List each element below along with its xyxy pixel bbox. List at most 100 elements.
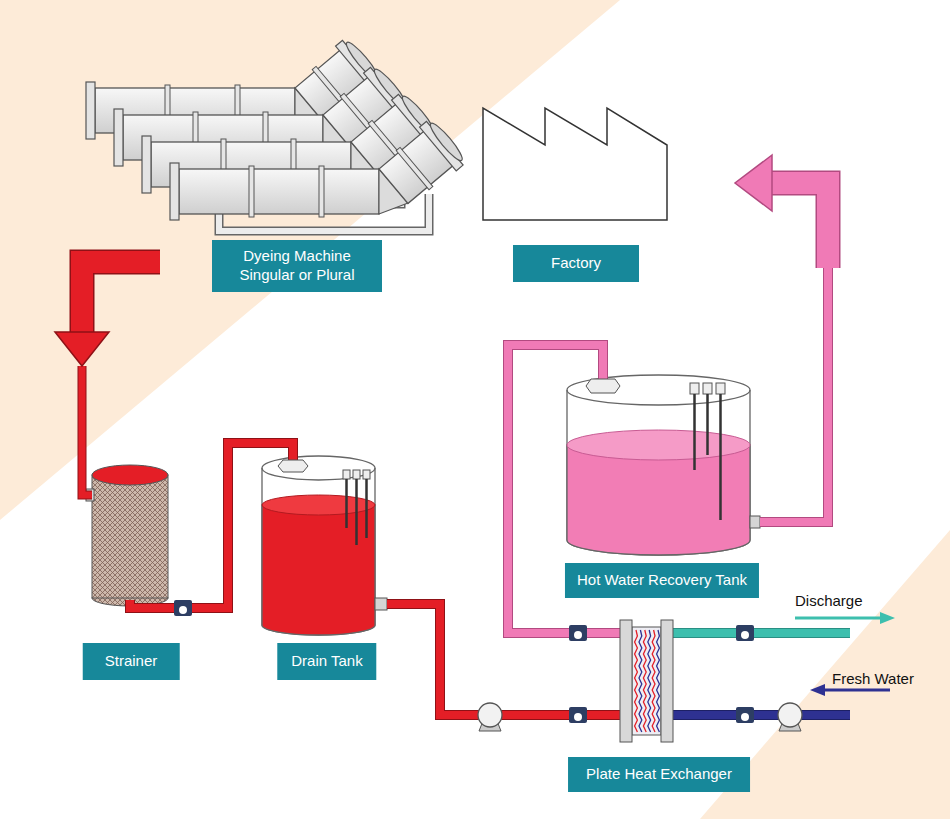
heat-exchanger-drawing xyxy=(620,620,632,742)
dyeing-machine-drawing xyxy=(86,36,468,231)
drain-tank-drawing xyxy=(262,450,405,635)
flow-arrow xyxy=(810,684,825,696)
valve xyxy=(569,625,587,641)
valve xyxy=(736,707,754,723)
drain-tank-drawing xyxy=(353,470,360,479)
hot-water-tank-drawing xyxy=(599,362,607,381)
pipe-outline xyxy=(82,262,160,332)
pipe-connector xyxy=(405,604,555,715)
pipe xyxy=(82,262,160,332)
pipe xyxy=(405,604,555,715)
drain-tank-drawing xyxy=(262,468,375,635)
pump xyxy=(478,703,502,731)
pipe-outline xyxy=(770,268,828,522)
hot-water-tank-drawing xyxy=(750,516,760,528)
pump xyxy=(778,703,802,731)
valve xyxy=(574,713,582,721)
drain-tank-drawing xyxy=(289,450,297,461)
dyeing-machine xyxy=(170,117,468,231)
component-area: Hot Water Recovery Tank xyxy=(555,362,770,600)
valve xyxy=(574,631,582,639)
pipe-outline xyxy=(405,604,555,715)
valve xyxy=(736,707,754,723)
exchanger-plate xyxy=(657,630,660,732)
node-label: Dyeing Machine Singular or Plural xyxy=(212,240,382,292)
node-label: Plate Heat Exchanger xyxy=(568,757,750,792)
heat-exchanger-drawing xyxy=(632,627,661,735)
valve xyxy=(569,625,587,641)
node-label: Drain Tank xyxy=(277,643,376,680)
flow-arrow xyxy=(880,612,895,624)
drain-tank-drawing xyxy=(288,450,298,461)
strainer-drawing xyxy=(92,475,168,598)
valve xyxy=(741,713,749,721)
hot-water-tank-drawing xyxy=(716,383,725,394)
pipe-outline xyxy=(82,366,92,495)
valve xyxy=(179,606,187,614)
heat-exchanger-drawing xyxy=(555,628,622,638)
heat-exchanger-drawing xyxy=(555,711,622,719)
component-area: Plate Heat Exchanger xyxy=(555,612,760,795)
component-area: Dyeing Machine Singular or Plural xyxy=(160,20,450,298)
drain-tank-drawing xyxy=(343,470,350,479)
node-label: Factory xyxy=(513,245,639,282)
exchanger-plate xyxy=(648,630,651,732)
hot-water-tank-drawing xyxy=(567,362,770,555)
heat-exchanger-drawing xyxy=(555,629,622,637)
pipe xyxy=(82,366,92,495)
valve xyxy=(736,625,754,641)
flow-arrow xyxy=(795,617,881,620)
strainer-drawing xyxy=(92,465,168,485)
exchanger-plate xyxy=(643,630,646,732)
valve xyxy=(569,707,587,723)
hot-water-tank-drawing xyxy=(598,362,608,381)
drain-tank-drawing xyxy=(262,505,375,635)
exchanger-plate xyxy=(635,630,638,732)
component-area: Factory xyxy=(483,100,735,300)
exchanger-plate xyxy=(652,630,655,732)
hot-water-tank-drawing xyxy=(690,383,699,394)
factory-outline xyxy=(483,108,667,220)
pipe-connector xyxy=(735,155,828,522)
flow-arrow xyxy=(824,689,890,692)
drain-tank-drawing xyxy=(347,479,367,545)
flow-label: Fresh Water xyxy=(832,670,914,689)
node-label: Strainer xyxy=(83,643,180,680)
drain-tank-drawing xyxy=(278,460,308,472)
pipe-connector xyxy=(55,262,160,495)
pump xyxy=(778,703,802,727)
factory-outline xyxy=(483,108,667,220)
drain-tank-drawing xyxy=(375,598,387,610)
heat-exchanger-drawing xyxy=(671,710,850,720)
flow-arrowhead xyxy=(735,155,772,211)
drain-tank-drawing xyxy=(262,456,375,480)
valve xyxy=(741,631,749,639)
exchanger-plate xyxy=(639,630,642,732)
hot-water-tank-drawing xyxy=(567,390,750,555)
pipe xyxy=(772,183,828,268)
hot-water-tank-drawing xyxy=(567,445,750,555)
hot-water-tank-drawing xyxy=(760,517,770,527)
pipe-outline xyxy=(772,183,828,268)
component-area: Strainer xyxy=(92,470,190,682)
valve xyxy=(569,707,587,723)
heat-exchanger-drawing xyxy=(555,620,850,742)
heat-exchanger-drawing xyxy=(555,710,622,720)
valve xyxy=(736,625,754,641)
pipe-outline xyxy=(190,443,293,608)
heat-exchanger-drawing xyxy=(661,620,673,742)
hot-water-tank-drawing xyxy=(586,379,620,393)
pipe xyxy=(190,443,293,608)
hot-water-tank-drawing xyxy=(695,394,721,520)
pipe-connector xyxy=(190,443,293,608)
hot-water-tank-drawing xyxy=(567,430,750,460)
drain-tank-drawing xyxy=(262,495,375,515)
flow-label: Discharge xyxy=(795,592,863,611)
hot-water-tank-drawing xyxy=(567,375,750,405)
heat-exchanger-drawing xyxy=(671,711,850,719)
heat-exchanger-drawing xyxy=(671,628,850,638)
component-area: Drain Tank xyxy=(262,450,405,682)
